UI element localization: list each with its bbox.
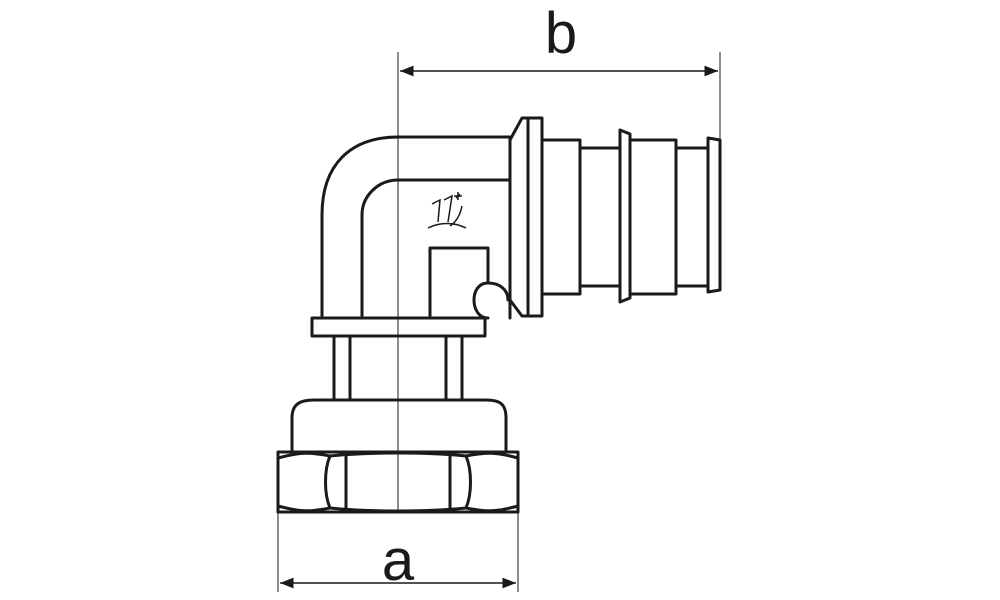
pipe-insert — [508, 116, 722, 318]
union-nut — [276, 398, 520, 514]
dimension-label-a: a — [381, 528, 415, 593]
dimension-a — [277, 510, 519, 592]
dimension-b — [397, 52, 721, 510]
elbow-body — [320, 135, 512, 320]
manufacturer-logo-icon — [427, 192, 467, 229]
dimension-label-b: b — [544, 1, 578, 66]
